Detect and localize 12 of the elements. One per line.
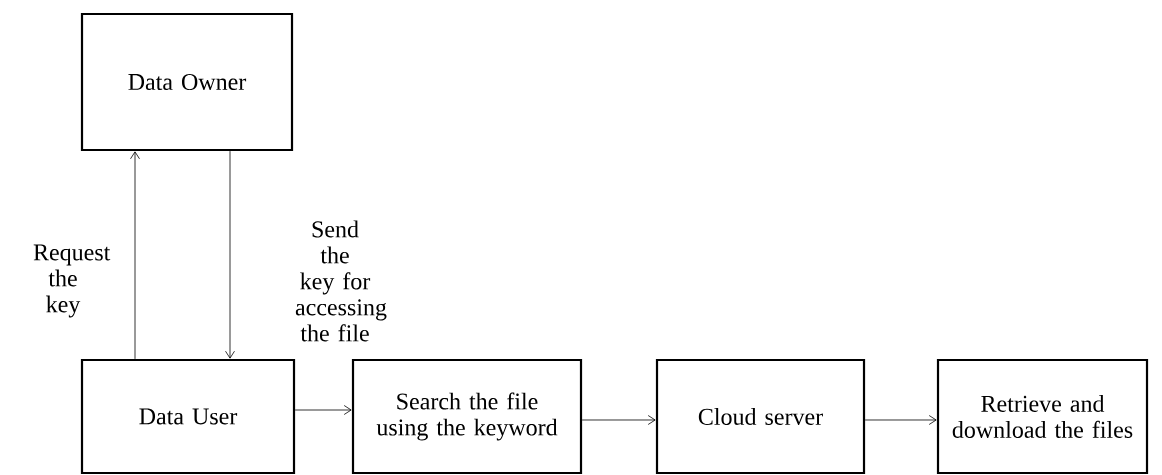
arrow [225, 150, 235, 359]
arrow [581, 415, 656, 425]
process-box: Data Owner [80, 12, 294, 152]
process-box: Search the file using the keyword [351, 358, 583, 475]
arrow [864, 415, 937, 425]
process-box: Retrieve and download the files [936, 358, 1149, 475]
process-box: Cloud server [655, 358, 866, 475]
edge-label: Request the key [33, 244, 111, 318]
arrow [294, 405, 352, 415]
process-box: Data User [80, 358, 296, 475]
edge-label: Send the key for accessing the file [295, 220, 387, 342]
arrow [130, 151, 140, 360]
